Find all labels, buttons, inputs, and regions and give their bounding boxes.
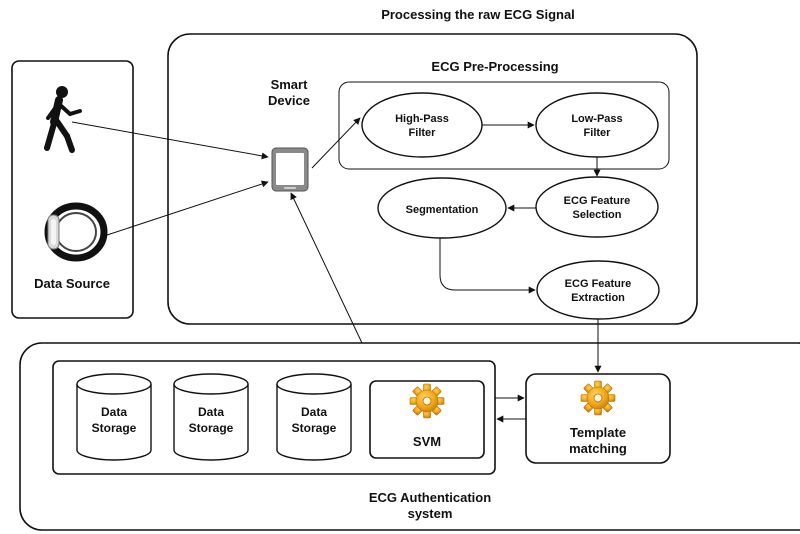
arrow-device-to-highpass — [311, 117, 361, 169]
svm-label: SVM — [413, 434, 441, 449]
low-pass-filter-label-line2: Filter — [584, 127, 612, 139]
ecg-feature-selection-node — [535, 176, 659, 238]
authentication-title-line2: system — [408, 506, 453, 521]
flow-arrows — [71, 117, 602, 423]
smart-device-label-line2: Device — [268, 93, 310, 108]
preprocessing-panel — [338, 81, 670, 170]
high-pass-filter-label-line1: High-Pass — [395, 113, 449, 125]
template-matching-label-line2: matching — [569, 441, 627, 456]
storage-group-panel — [52, 360, 496, 475]
data-source-panel — [11, 60, 134, 319]
ecg-feature-selection-label-line1: ECG Feature — [564, 195, 631, 207]
preprocessing-title: ECG Pre-Processing — [431, 59, 558, 74]
ecg-feature-extraction-label-line2: Extraction — [571, 292, 625, 304]
smart-device-label-line1: Smart — [271, 77, 309, 92]
processing-panel — [167, 33, 698, 325]
svm-box — [369, 380, 485, 459]
gear-icon — [409, 383, 445, 419]
ecg-feature-selection-label-line2: Selection — [573, 209, 622, 221]
ecg-feature-extraction-node — [536, 260, 660, 320]
ecg-feature-extraction-label-line1: ECG Feature — [565, 278, 632, 290]
fitness-band-icon — [44, 202, 108, 262]
segmentation-node — [377, 177, 507, 239]
template-matching-label-line1: Template — [570, 425, 626, 440]
walking-person-icon — [44, 86, 82, 153]
data-storage-1-line1: Data — [101, 405, 127, 419]
arrow-band-to-device — [103, 180, 269, 237]
high-pass-filter-node — [361, 92, 483, 158]
low-pass-filter-label-line1: Low-Pass — [571, 113, 622, 125]
high-pass-filter-label-line2: Filter — [409, 127, 437, 139]
data-storage-2-line2: Storage — [189, 421, 234, 435]
data-storage-3-line2: Storage — [292, 421, 337, 435]
arrow-auth-to-device — [290, 192, 363, 344]
diagram-title: Processing the raw ECG Signal — [381, 7, 575, 22]
data-storage-2: Data Storage — [173, 373, 249, 461]
smartphone-icon — [271, 147, 309, 192]
data-source-label: Data Source — [34, 276, 110, 291]
data-storage-1: Data Storage — [76, 373, 152, 461]
authentication-title-line1: ECG Authentication — [369, 490, 491, 505]
arrow-person-to-device — [71, 121, 269, 160]
gear-icon — [580, 380, 616, 416]
authentication-panel — [19, 342, 800, 531]
arrow-segmentation-to-extraction — [439, 238, 536, 294]
data-storage-3-line1: Data — [301, 405, 327, 419]
data-storage-3: Data Storage — [276, 373, 352, 461]
data-storage-1-line2: Storage — [92, 421, 137, 435]
low-pass-filter-node — [535, 92, 659, 158]
segmentation-label: Segmentation — [406, 204, 479, 216]
data-storage-2-line1: Data — [198, 405, 224, 419]
